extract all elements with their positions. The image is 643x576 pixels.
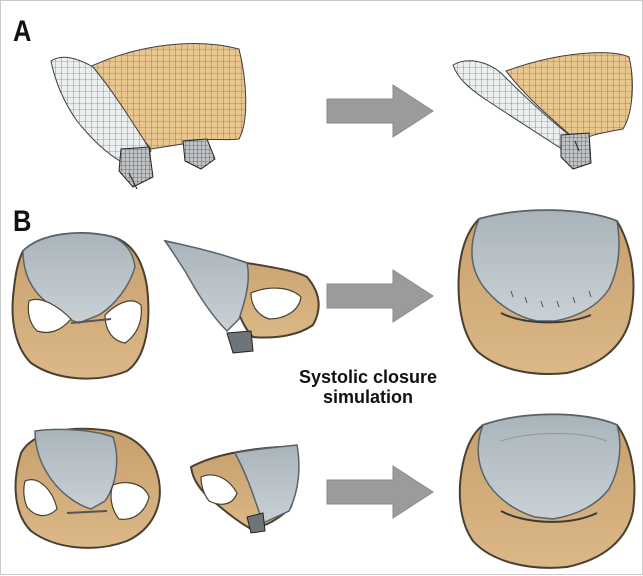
arrow-b-bottom (327, 466, 433, 518)
valve-open-side-view (165, 241, 319, 353)
arrow-a (327, 85, 433, 137)
valve-closed-top-view-2 (460, 415, 635, 568)
caption-line-1: Systolic closure (288, 367, 448, 387)
mesh-valve-closed (453, 53, 632, 169)
valve-closed-top-view (459, 210, 634, 374)
arrow-b-top (327, 270, 433, 322)
valve-open-side-view-2 (191, 445, 299, 533)
caption: Systolic closure simulation (288, 367, 448, 407)
mesh-valve-open (51, 44, 246, 189)
caption-line-2: simulation (288, 387, 448, 407)
valve-open-top-view (13, 233, 149, 378)
valve-open-top-view-2 (16, 429, 160, 548)
